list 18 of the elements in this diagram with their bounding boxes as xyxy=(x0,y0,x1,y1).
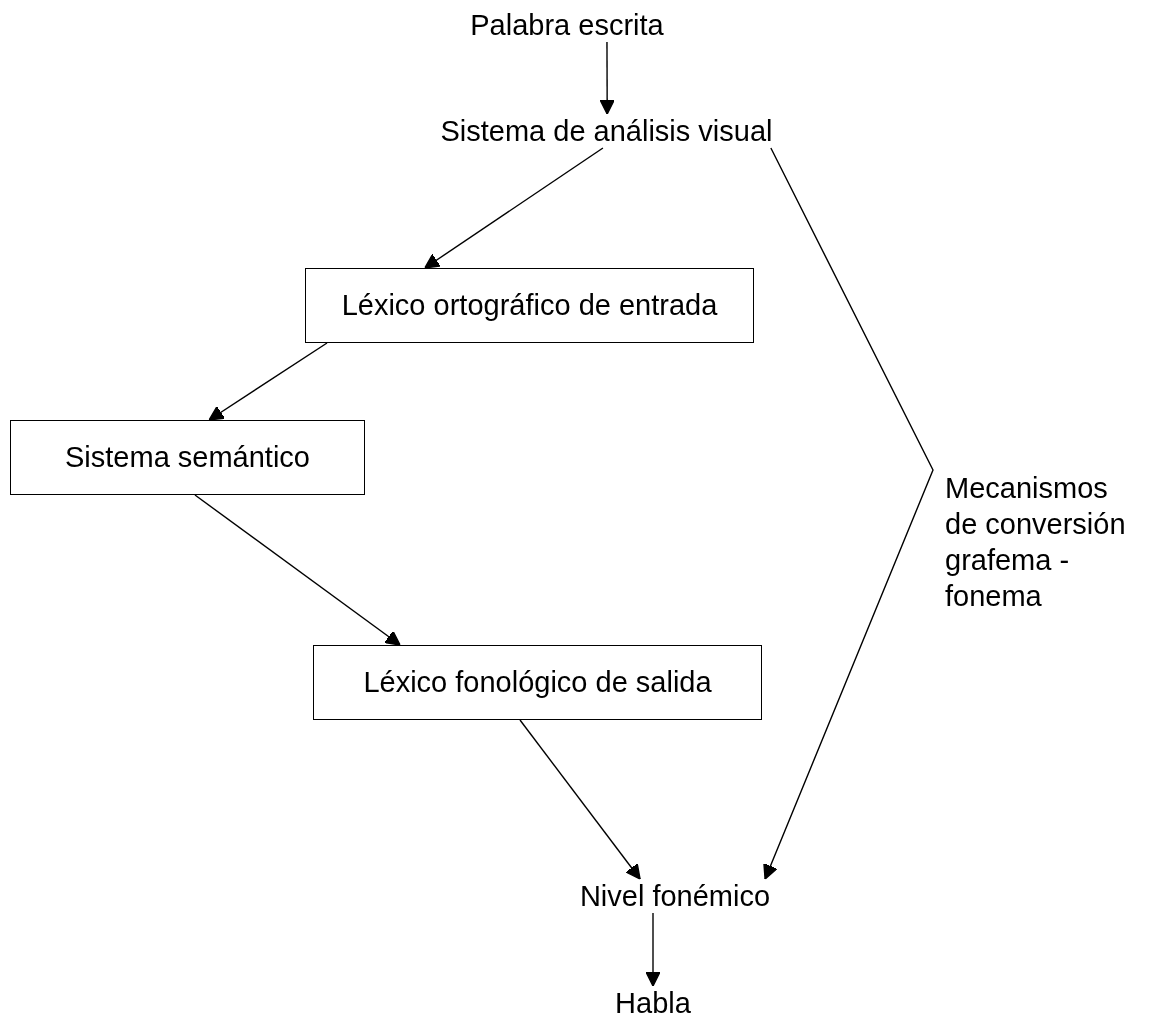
arrow xyxy=(763,147,934,880)
process-box xyxy=(313,645,762,720)
node-label: Sistema de análisis visual xyxy=(440,114,773,148)
node-label: Nivel fonémico xyxy=(579,879,771,913)
arrow xyxy=(208,342,328,421)
node-label: Léxico fonológico de salida xyxy=(363,666,712,699)
arrow xyxy=(645,912,661,987)
arrow xyxy=(424,147,604,269)
process-box xyxy=(10,420,365,495)
process-box xyxy=(305,268,754,343)
arrow xyxy=(599,41,615,115)
node-label: Léxico ortográfico de entrada xyxy=(341,289,718,322)
node-label: Habla xyxy=(615,986,691,1020)
edge-label: Mecanismos de conversión grafema - fonema xyxy=(945,471,1127,614)
node-label: Sistema semántico xyxy=(65,441,310,474)
arrow xyxy=(194,494,401,646)
node-label: Palabra escrita xyxy=(470,8,664,42)
arrow xyxy=(519,719,641,880)
